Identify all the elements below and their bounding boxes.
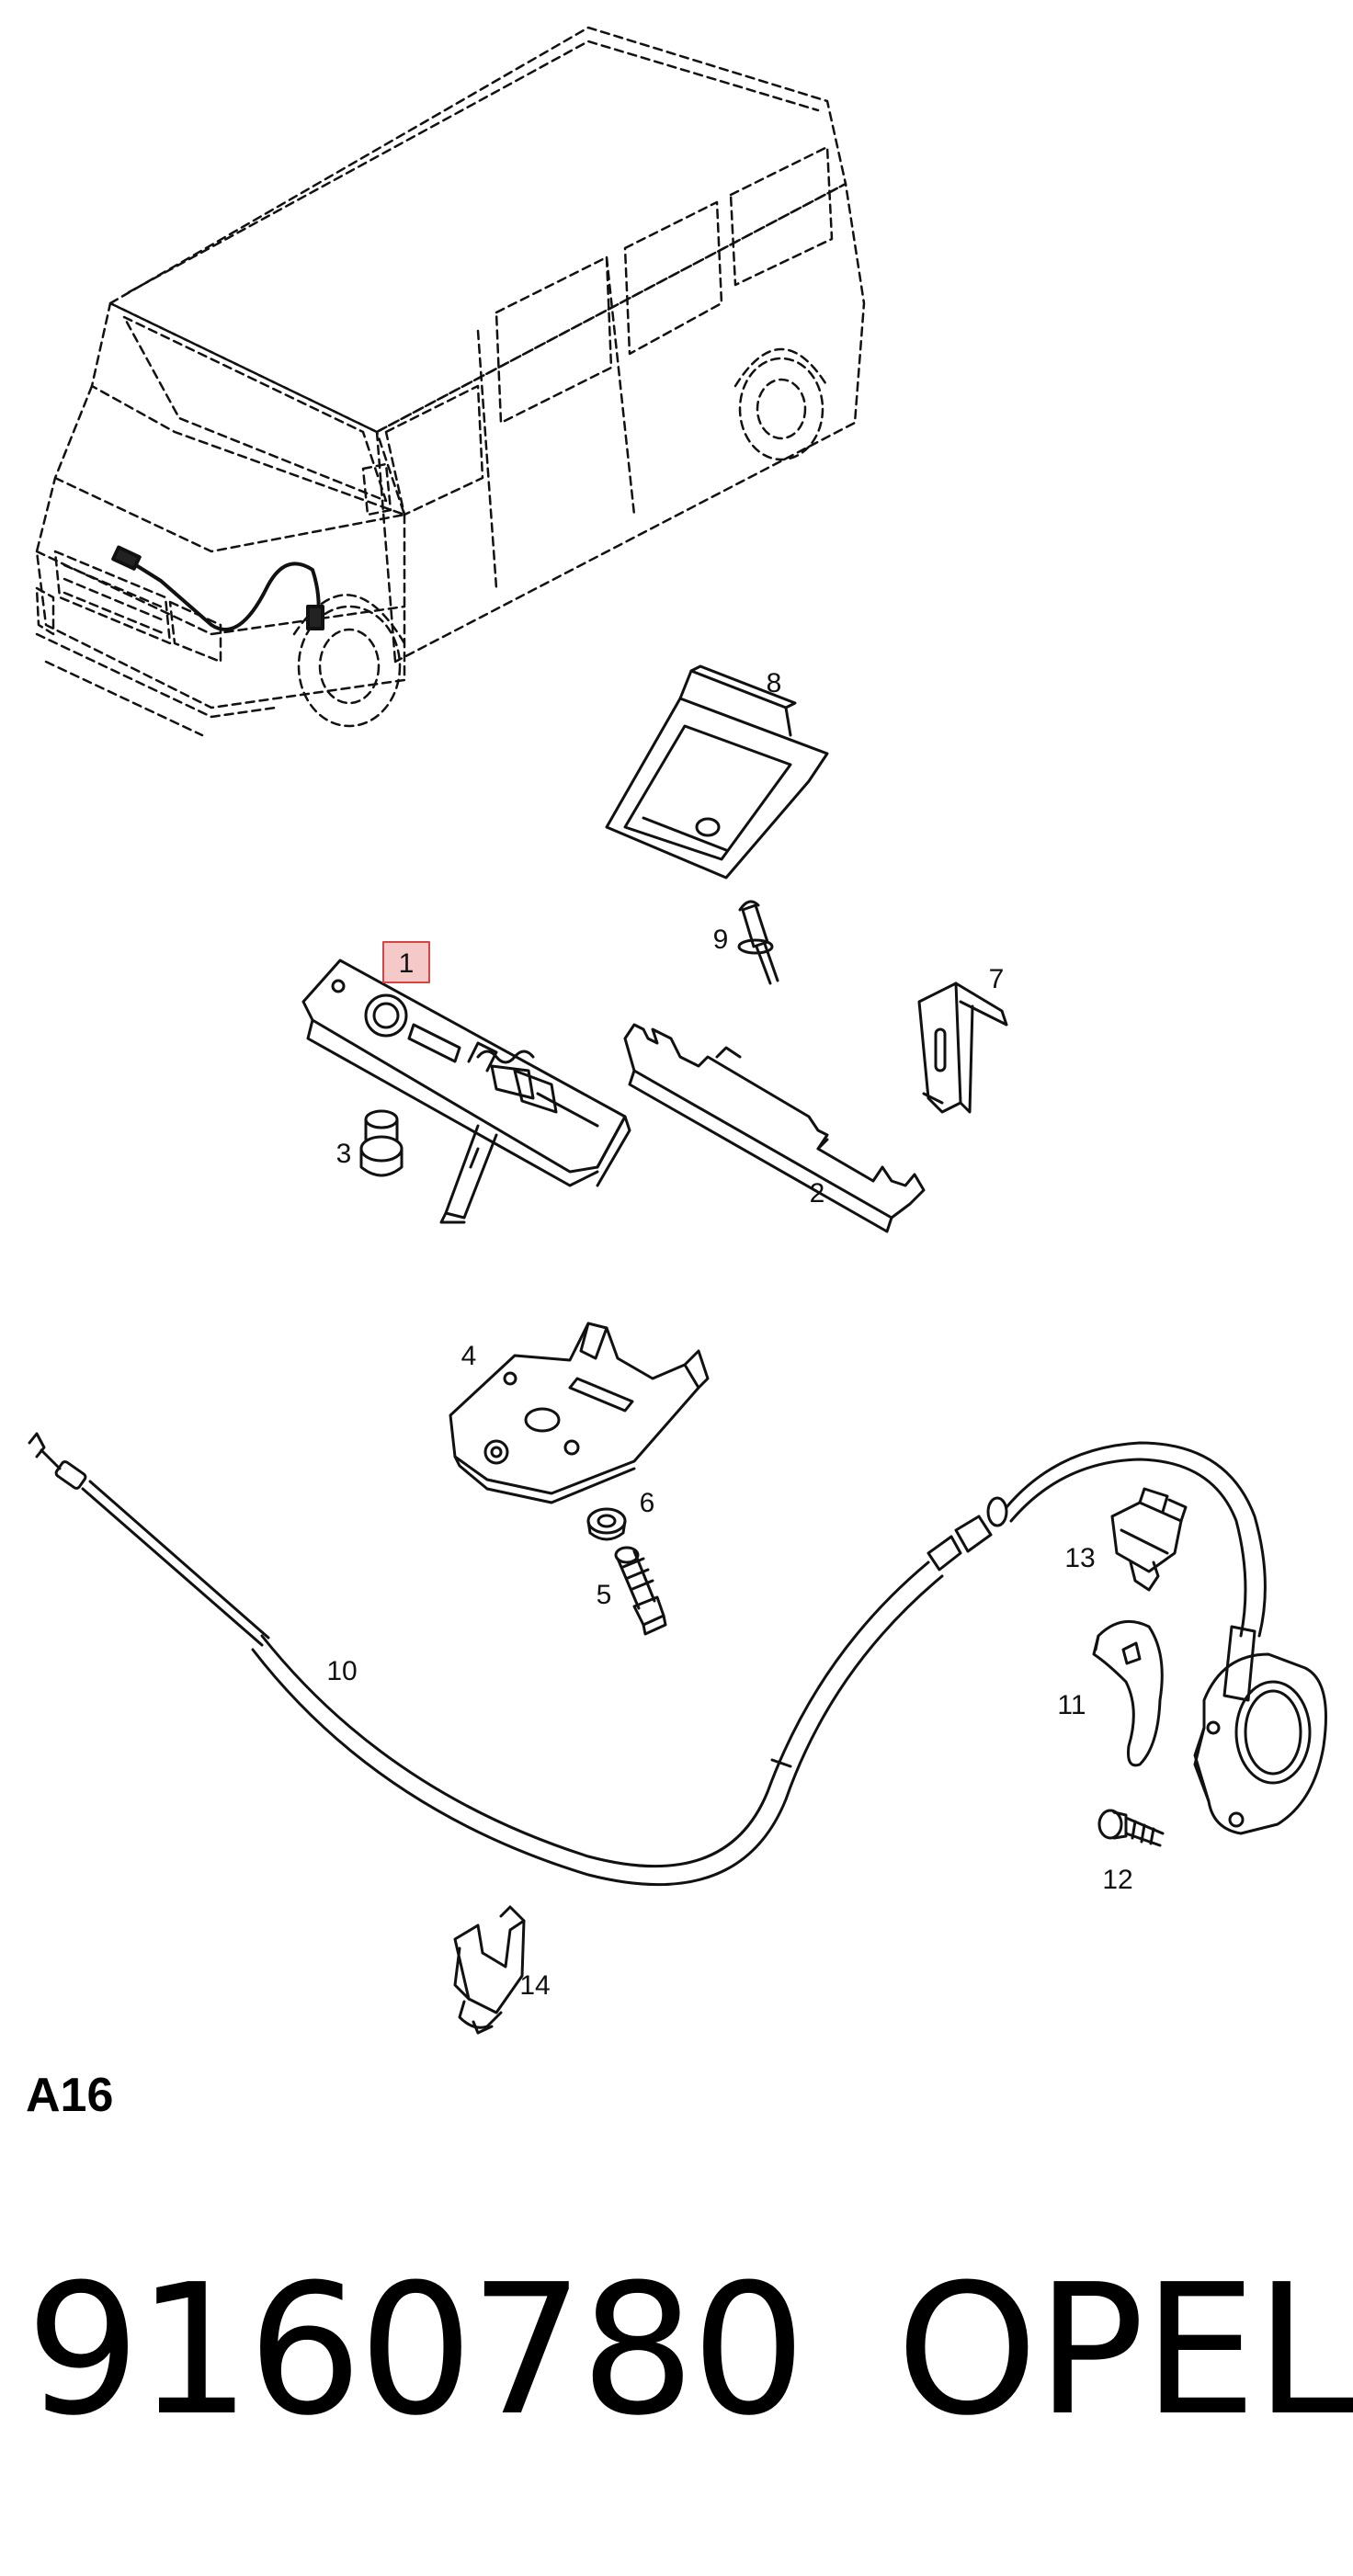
callout-labels: 1 2 3 4 5 6 7 8 9 10 11 12 13 14	[326, 668, 1132, 2001]
part-3-grommet	[359, 1109, 404, 1177]
part-13-clip	[1110, 1487, 1188, 1592]
part-1-hood-latch	[301, 959, 631, 1224]
callout-5[interactable]: 5	[597, 1580, 612, 1610]
callout-2[interactable]: 2	[810, 1178, 825, 1209]
part-number: 9160780	[26, 2246, 806, 2456]
brand-name: OPEL	[896, 2246, 1353, 2456]
part-12-screw	[1097, 1809, 1165, 1847]
callout-3[interactable]: 3	[336, 1139, 352, 1169]
part-2-plate	[623, 1023, 926, 1233]
callout-10[interactable]: 10	[326, 1656, 357, 1686]
van-illustration	[35, 26, 866, 737]
callout-7[interactable]: 7	[989, 964, 1005, 994]
release-handle-housing	[1193, 1652, 1327, 1835]
callout-12[interactable]: 12	[1102, 1865, 1132, 1895]
callout-13[interactable]: 13	[1064, 1543, 1095, 1573]
part-8-bracket	[605, 664, 829, 879]
part-9-bump-stop	[737, 900, 779, 985]
section-code: A16	[26, 2069, 114, 2122]
callout-14[interactable]: 14	[519, 1970, 550, 2001]
callout-9[interactable]: 9	[713, 925, 729, 955]
part-11-release-handle	[1092, 1619, 1164, 1767]
callout-6[interactable]: 6	[640, 1488, 655, 1518]
part-7-clip-bracket	[917, 982, 1008, 1114]
part-4-striker-bracket	[449, 1322, 710, 1504]
part-6-washer	[586, 1507, 627, 1541]
callout-1-highlight-box	[382, 941, 430, 983]
part-10-release-cable	[28, 1432, 1267, 1887]
callout-1[interactable]: 1	[399, 948, 415, 979]
callout-8[interactable]: 8	[767, 668, 782, 698]
part-14-cable-clip	[453, 1905, 526, 2035]
part-5-bolt	[614, 1546, 667, 1636]
callout-11[interactable]: 11	[1057, 1690, 1086, 1720]
callout-4[interactable]: 4	[461, 1341, 477, 1371]
bonnet-wiring-harness	[111, 545, 324, 631]
exploded-parts-diagram: 1 2 3 4 5 6 7 8 9 10 11 12 13 14	[28, 26, 1327, 2035]
